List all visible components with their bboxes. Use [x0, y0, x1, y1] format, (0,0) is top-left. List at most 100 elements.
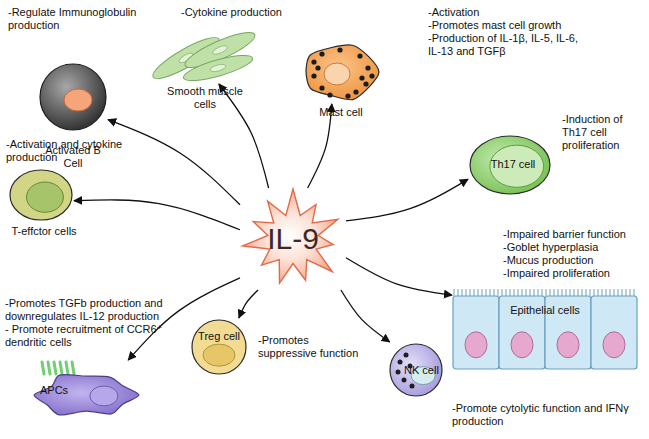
- cell-outline: [150, 26, 260, 84]
- cilium: [506, 289, 507, 296]
- cilium: [582, 289, 583, 296]
- annotation-block: -Promote cytolytic function and IFNγ pro…: [452, 402, 647, 428]
- annotation-block: -Promotes suppressive function: [258, 334, 368, 360]
- cilium: [534, 289, 535, 296]
- cilium: [590, 289, 591, 296]
- dendrite-process: [48, 362, 50, 374]
- cilium: [470, 289, 471, 296]
- cilium: [530, 289, 531, 296]
- effect-note: -Cytokine production: [181, 6, 311, 19]
- mast-cell-granule: [327, 92, 332, 97]
- cilium: [478, 289, 479, 296]
- mast-cell-granule: [369, 73, 374, 78]
- cell-label: Epithelial cells: [470, 304, 620, 317]
- nk-granule: [398, 360, 403, 365]
- treg-cell-body: [192, 320, 246, 374]
- effect-note: -Activation: [428, 6, 580, 19]
- cilium: [602, 289, 603, 296]
- cell-label: Treg cell: [192, 330, 246, 343]
- annotation-block: -Activation-Promotes mast cell growth-Pr…: [428, 6, 580, 58]
- cilium: [606, 289, 607, 296]
- cilium: [494, 289, 495, 296]
- cilium: [622, 289, 623, 296]
- cell-outline: [190, 318, 248, 376]
- cilium: [514, 289, 515, 296]
- mast-cell-granule: [353, 89, 358, 94]
- cilium: [618, 289, 619, 296]
- epithelial-nucleus: [603, 332, 625, 358]
- cell-label: IL-9: [240, 222, 346, 256]
- annotation-block: -Induction of Th17 cell proliferation: [562, 113, 648, 152]
- nk-granule: [396, 370, 401, 375]
- effect-note: -Activation and cytokine production: [6, 138, 136, 164]
- epithelial-cell: [591, 296, 637, 369]
- apc-body: [34, 375, 139, 415]
- t-effector-cell: T-effctor cells-Activation and cytokine …: [8, 168, 74, 222]
- cell-label: T-effctor cells: [2, 225, 86, 238]
- cilium: [630, 289, 631, 296]
- smooth-muscle-nucleus: [209, 63, 226, 73]
- cilium: [454, 289, 455, 296]
- mast-cell-body: [306, 45, 379, 100]
- arrow-connector: [346, 258, 452, 295]
- mast-cell-granule: [311, 73, 316, 78]
- t-effector-cell-body: [10, 170, 72, 220]
- cilium: [466, 289, 467, 296]
- cilium: [482, 289, 483, 296]
- cilium: [498, 289, 499, 296]
- annotation-block: -Cytokine production: [181, 6, 311, 19]
- annotation-block: -Impaired barrier function-Goblet hyperp…: [503, 228, 649, 280]
- mast-cell-granule: [357, 53, 362, 58]
- cilium: [570, 289, 571, 296]
- epithelial-nucleus: [511, 332, 533, 358]
- cilium: [634, 289, 635, 296]
- cilium: [462, 289, 463, 296]
- effect-note: -Impaired barrier function: [503, 228, 649, 241]
- cilium: [574, 289, 575, 296]
- cilium: [562, 289, 563, 296]
- epithelial-cells: Epithelial cells-Impaired barrier functi…: [452, 286, 638, 370]
- effect-note: -Regulate Immunoglobulin production: [8, 6, 143, 32]
- arrow-connector: [108, 120, 240, 205]
- cilium: [598, 289, 599, 296]
- effect-note: -Promotes suppressive function: [258, 334, 368, 360]
- b-cell: Activated B Cell-Regulate Immunoglobulin…: [38, 62, 108, 132]
- cilium: [522, 289, 523, 296]
- cilium: [490, 289, 491, 296]
- effect-note: -Impaired proliferation: [503, 267, 649, 280]
- smooth-muscle-cells: Smooth muscle cells-Cytokine production: [150, 26, 260, 84]
- dendrite-process: [54, 362, 56, 374]
- smooth-muscle-cell: [181, 50, 255, 85]
- nk-granule: [410, 384, 415, 389]
- arrow-connector: [219, 84, 269, 188]
- th17-cell: Th17 cell-Induction of Th17 cell prolife…: [468, 134, 552, 196]
- smooth-muscle-nucleus: [211, 44, 228, 56]
- effect-note: -Promotes mast cell growth: [428, 19, 580, 32]
- cilium: [510, 289, 511, 296]
- mast-cell-nucleus: [324, 63, 350, 85]
- apc-nucleus: [90, 386, 118, 406]
- cilium: [502, 289, 503, 296]
- cilium: [546, 289, 547, 296]
- mast-cell-granule: [365, 65, 370, 70]
- cilium: [526, 289, 527, 296]
- cilium: [542, 289, 543, 296]
- annotation-block: -Regulate Immunoglobulin production: [8, 6, 143, 32]
- cell-outline: [300, 40, 382, 104]
- antigen-presenting-cell: APCs-Promotes TGFb production and downre…: [30, 360, 142, 422]
- th17-cell-body: [470, 136, 550, 194]
- effect-note: -Goblet hyperplasia: [503, 241, 649, 254]
- cell-label: Mast cell: [306, 106, 376, 119]
- effect-note: -Induction of Th17 cell proliferation: [562, 113, 648, 152]
- cilium: [626, 289, 627, 296]
- mast-cell-granule: [319, 85, 324, 90]
- nk-cell: NK cell-Promote cytolytic function and I…: [386, 342, 446, 398]
- nk-granule: [404, 353, 409, 358]
- epithelial-nucleus: [557, 332, 579, 358]
- effect-note: -Promotes TGFb production and downregula…: [5, 297, 173, 323]
- mast-cell-granule: [363, 81, 368, 86]
- cell-label: APCs: [40, 384, 80, 397]
- mast-cell-granule: [345, 93, 350, 98]
- cell-outline: [452, 286, 638, 370]
